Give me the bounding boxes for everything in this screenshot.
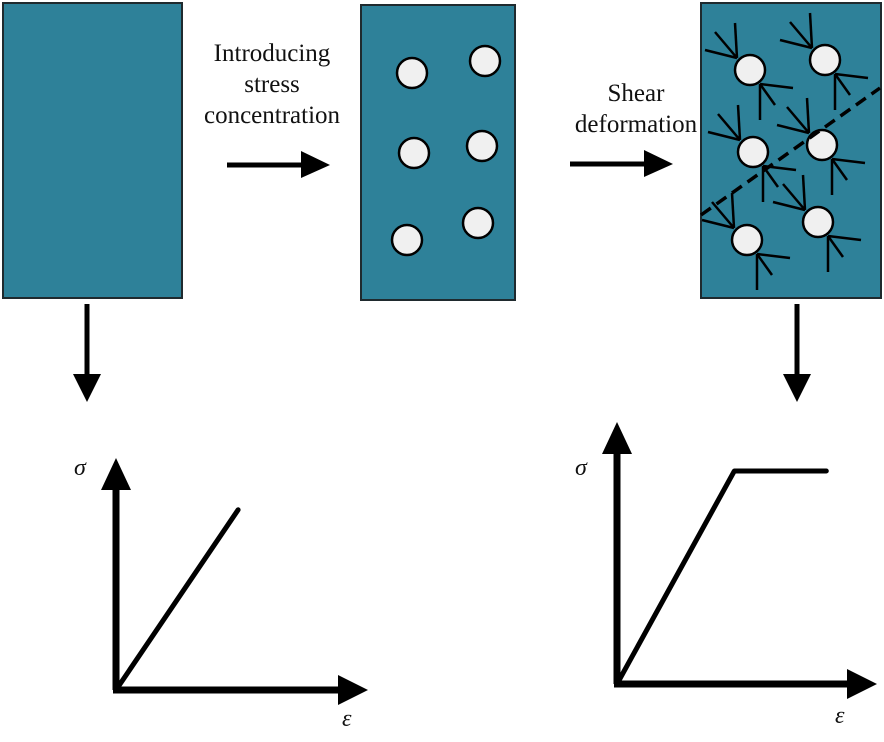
stress-line: [834, 72, 869, 80]
stress-line: [755, 253, 774, 276]
y-axis-arrowhead: [602, 422, 632, 454]
matrix-block-shear-deformed: [700, 2, 882, 299]
arrow-down-1: [73, 304, 101, 402]
transition-label-shear-deformation: Shear deformation: [566, 78, 706, 140]
stress-line: [701, 218, 735, 230]
label-line: Introducing: [213, 40, 331, 67]
stress-strain-chart-ductile: [602, 422, 877, 699]
stress-line: [789, 21, 813, 49]
particles-stressed-group: [701, 12, 869, 290]
stress-line: [786, 106, 810, 134]
particle: [395, 56, 429, 90]
stress-line: [805, 97, 811, 134]
stress-line: [831, 157, 866, 165]
stress-line: [730, 192, 736, 229]
shear-band-line: [699, 86, 882, 217]
x-axis-arrowhead: [847, 669, 877, 699]
stress-line: [826, 235, 845, 258]
transition-label-stress-concentration: Introducing stress concentration: [192, 38, 352, 131]
particle: [730, 223, 764, 257]
label-line: stress: [244, 71, 300, 98]
chart2-xlabel: ε: [835, 703, 845, 729]
x-axis-arrowhead: [338, 675, 368, 705]
stress-line: [772, 200, 806, 212]
arrow-right-2: [570, 150, 673, 177]
particle: [461, 206, 495, 240]
particle: [390, 223, 424, 257]
stress-line: [808, 12, 814, 49]
stress-line: [714, 31, 738, 59]
stress-line: [759, 82, 794, 90]
stress-line: [779, 38, 813, 50]
stressed-particle: [772, 174, 862, 272]
arrow-right-1: [227, 151, 330, 178]
stress-line: [758, 83, 777, 106]
stress-line: [733, 22, 739, 59]
particle: [465, 129, 499, 163]
stress-line: [833, 73, 852, 96]
chart2-ylabel: σ: [575, 455, 587, 481]
stress-line: [801, 174, 807, 211]
stressed-particle: [704, 22, 794, 120]
stress-strain-chart-brittle: [101, 458, 368, 705]
stress-line: [717, 113, 741, 141]
stressed-particle: [779, 12, 869, 110]
label-line: concentration: [203, 102, 341, 129]
particles-group: [390, 44, 502, 257]
matrix-block-pure: [2, 2, 183, 299]
particle: [801, 205, 835, 239]
stress-line: [707, 130, 741, 142]
arrow-down-2: [783, 304, 811, 402]
stress-line: [782, 183, 806, 211]
particle: [805, 128, 839, 162]
stress-line: [704, 48, 738, 60]
stressed-particle: [707, 104, 797, 202]
chart1-xlabel: ε: [342, 706, 352, 732]
stress-line: [830, 158, 849, 181]
particle: [468, 44, 502, 78]
label-line: deformation: [574, 111, 698, 138]
particle: [808, 43, 842, 77]
y-axis-arrowhead: [101, 458, 131, 490]
stress-line: [756, 252, 791, 260]
particle: [397, 136, 431, 170]
particle: [733, 53, 767, 87]
stress-line: [711, 201, 735, 229]
stress-line: [776, 123, 810, 135]
stressed-particle: [701, 192, 791, 290]
chart1-ylabel: σ: [74, 455, 86, 481]
series-line: [614, 468, 829, 687]
label-line: Shear: [607, 80, 665, 107]
stress-line: [736, 104, 742, 141]
series-line: [113, 507, 241, 693]
stress-line: [827, 234, 862, 242]
particle: [736, 135, 770, 169]
stressed-particle: [776, 97, 866, 195]
